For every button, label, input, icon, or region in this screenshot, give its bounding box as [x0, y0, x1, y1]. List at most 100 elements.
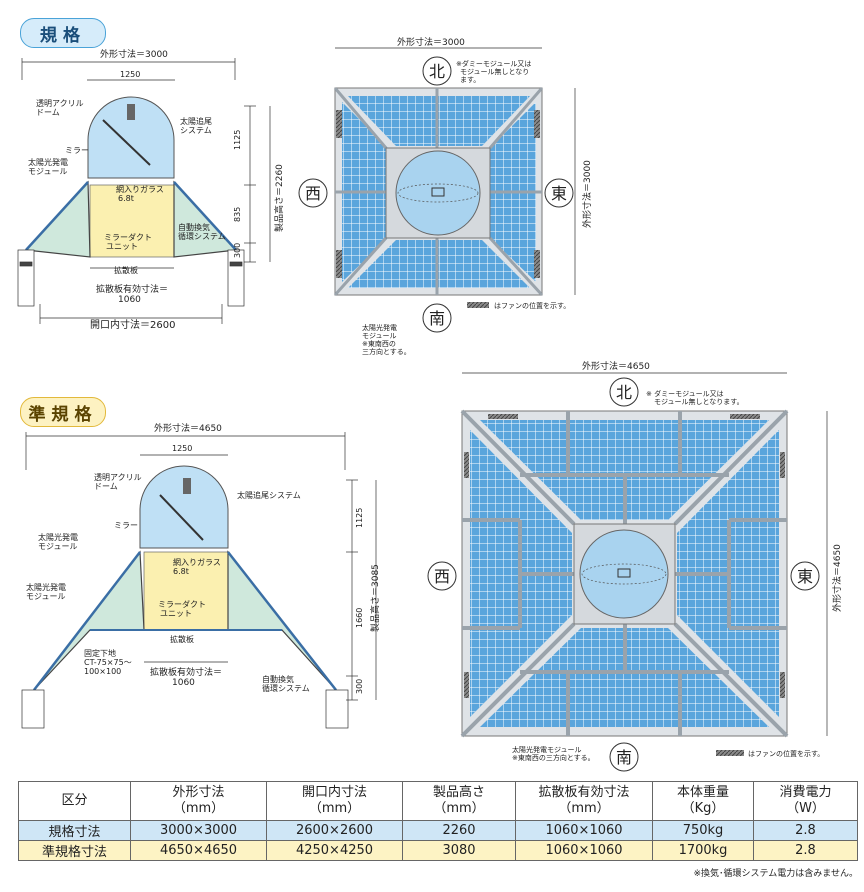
std-label-fan: 自動換気循環システム	[178, 222, 226, 241]
standard-plan-view: 外形寸法＝3000 北 南 西 東	[298, 36, 593, 356]
std-south: 南	[429, 309, 445, 328]
sub-label-fan: 自動換気循環システム	[262, 674, 310, 693]
sub-d3: 300	[355, 679, 364, 694]
header-power-text: 消費電力 （W）	[779, 785, 832, 816]
sub-label-pv2: 太陽光発電モジュール	[26, 582, 66, 601]
cell-diffuser: 1060×1060	[515, 820, 653, 841]
table-header-row: 区分 外形寸法 （mm） 開口内寸法 （mm） 製品高さ （mm） 拡散板有効寸…	[18, 781, 858, 821]
sub-label-dome: 透明アクリルドーム	[94, 473, 142, 491]
cell-category: 準規格寸法	[18, 840, 131, 861]
spec-table: 区分 外形寸法 （mm） 開口内寸法 （mm） 製品高さ （mm） 拡散板有効寸…	[18, 781, 858, 861]
std-west: 西	[305, 184, 321, 203]
cell-weight: 1700kg	[652, 840, 754, 861]
cell-power: 2.8	[753, 840, 858, 861]
sub-side-outer-dim: 外形寸法＝4650	[154, 422, 222, 434]
std-duct	[89, 184, 175, 258]
std-d1: 1125	[233, 130, 242, 150]
cell-opening: 4250×4250	[266, 840, 403, 861]
std-north: 北	[429, 62, 445, 81]
std-label-mirror: ミラー	[65, 146, 89, 155]
sub-plan-outer-right: 外形寸法＝4650	[831, 544, 843, 612]
std-d3: 300	[233, 243, 242, 258]
diagram-canvas: 外形寸法＝3000 1250 1125 835 300 製品高さ＝2260 開口…	[17, 36, 843, 772]
sub-label-pv1: 太陽光発電モジュール	[38, 532, 78, 551]
sub-side-view: 外形寸法＝4650 1250 1125 1660 300 製品高さ＝3085 透…	[21, 422, 381, 729]
header-outer-text: 外形寸法 （mm）	[172, 785, 225, 816]
cell-opening: 2600×2600	[266, 820, 403, 841]
sub-label-eff: 拡散板有効寸法＝1060	[150, 666, 222, 688]
std-fan-note: はファンの位置を示す。	[494, 301, 570, 310]
sub-south: 南	[616, 748, 632, 767]
header-weight: 本体重量 （Kg）	[652, 781, 754, 821]
sub-east: 東	[797, 567, 813, 586]
header-weight-text: 本体重量 （Kg）	[676, 785, 729, 816]
std-side-outer-dim: 外形寸法＝3000	[100, 48, 168, 60]
cell-category: 規格寸法	[18, 820, 131, 841]
std-dome-width: 1250	[120, 70, 140, 79]
std-d2: 835	[233, 207, 242, 222]
header-diffuser-text: 拡散板有効寸法 （mm）	[538, 785, 630, 816]
table-row: 規格寸法 3000×3000 2600×2600 2260 1060×1060 …	[18, 820, 858, 841]
std-plan-outer-right: 外形寸法＝3000	[581, 160, 593, 228]
sub-dummy-note: ※ ダミーモジュール又はモジュール無しとなります。	[646, 389, 744, 406]
sub-panel-north	[480, 420, 769, 520]
table-row: 準規格寸法 4650×4650 4250×4250 3080 1060×1060…	[18, 840, 858, 861]
std-east: 東	[551, 184, 567, 203]
table-note: ※換気･循環システム電力は含みません。	[693, 869, 858, 879]
header-power: 消費電力 （W）	[753, 781, 858, 821]
sub-standard-badge: 準規格	[20, 397, 106, 427]
sub-plan-outer-top: 外形寸法＝4650	[582, 360, 650, 372]
std-label-tracker: 太陽追尾システム	[180, 116, 212, 135]
std-panel-north	[348, 96, 530, 146]
std-label-diffuser: 拡散板	[114, 265, 138, 275]
header-outer: 外形寸法 （mm）	[130, 781, 267, 821]
sub-d1: 1125	[355, 508, 364, 528]
header-height: 製品高さ （mm）	[402, 781, 516, 821]
std-dummy-note: ※ダミーモジュール又はモジュール無しとなります。	[456, 59, 531, 84]
std-panel-south	[348, 240, 530, 288]
sub-north: 北	[616, 383, 632, 402]
std-label-eff: 拡散板有効寸法＝1060	[96, 283, 168, 305]
header-opening-text: 開口内寸法 （mm）	[301, 785, 367, 816]
cell-diffuser: 1060×1060	[515, 840, 653, 861]
sub-total-height: 製品高さ＝3085	[369, 564, 381, 632]
std-dome	[87, 96, 175, 179]
sub-west: 西	[434, 567, 450, 586]
std-label-duct: ミラーダクトユニット	[104, 232, 152, 251]
cell-power: 2.8	[753, 820, 858, 841]
sub-plan-dome	[579, 529, 669, 619]
sub-pv-note: 太陽光発電モジュール※東南西の三方向とする。	[512, 745, 595, 762]
cell-outer: 3000×3000	[130, 820, 267, 841]
std-pv-note: 太陽光発電モジュール※東南西の三方向とする。	[362, 323, 411, 356]
std-label-pv: 太陽光発電モジュール	[28, 157, 68, 176]
std-plan-outer-top: 外形寸法＝3000	[397, 36, 465, 48]
sub-label-mirror: ミラー	[114, 521, 138, 530]
std-pv-left	[24, 180, 91, 258]
sub-dome-width: 1250	[172, 444, 192, 453]
cell-outer: 4650×4650	[130, 840, 267, 861]
std-plan-dome	[395, 150, 481, 236]
std-opening: 開口内寸法＝2600	[90, 318, 175, 331]
standard-badge: 規格	[20, 18, 106, 48]
sub-d2: 1660	[355, 608, 364, 628]
header-opening: 開口内寸法 （mm）	[266, 781, 403, 821]
sub-panel-south	[480, 628, 769, 727]
sub-label-duct: ミラーダクトユニット	[158, 599, 206, 618]
sub-duct	[143, 551, 229, 631]
header-height-text: 製品高さ （mm）	[432, 785, 485, 816]
standard-side-view: 外形寸法＝3000 1250 1125 835 300 製品高さ＝2260 開口…	[17, 48, 285, 331]
sub-dome	[139, 465, 229, 549]
sub-label-tracker: 太陽追尾システム	[237, 490, 301, 500]
cell-height: 2260	[402, 820, 516, 841]
header-diffuser: 拡散板有効寸法 （mm）	[515, 781, 653, 821]
sub-fan-note: はファンの位置を示す。	[748, 749, 824, 758]
cell-weight: 750kg	[652, 820, 754, 841]
std-total-height: 製品高さ＝2260	[273, 164, 285, 232]
std-label-dome: 透明アクリルドーム	[36, 99, 84, 117]
sub-plan-view: 外形寸法＝4650 北	[427, 360, 843, 772]
cell-height: 3080	[402, 840, 516, 861]
sub-label-diffuser: 拡散板	[170, 634, 194, 644]
